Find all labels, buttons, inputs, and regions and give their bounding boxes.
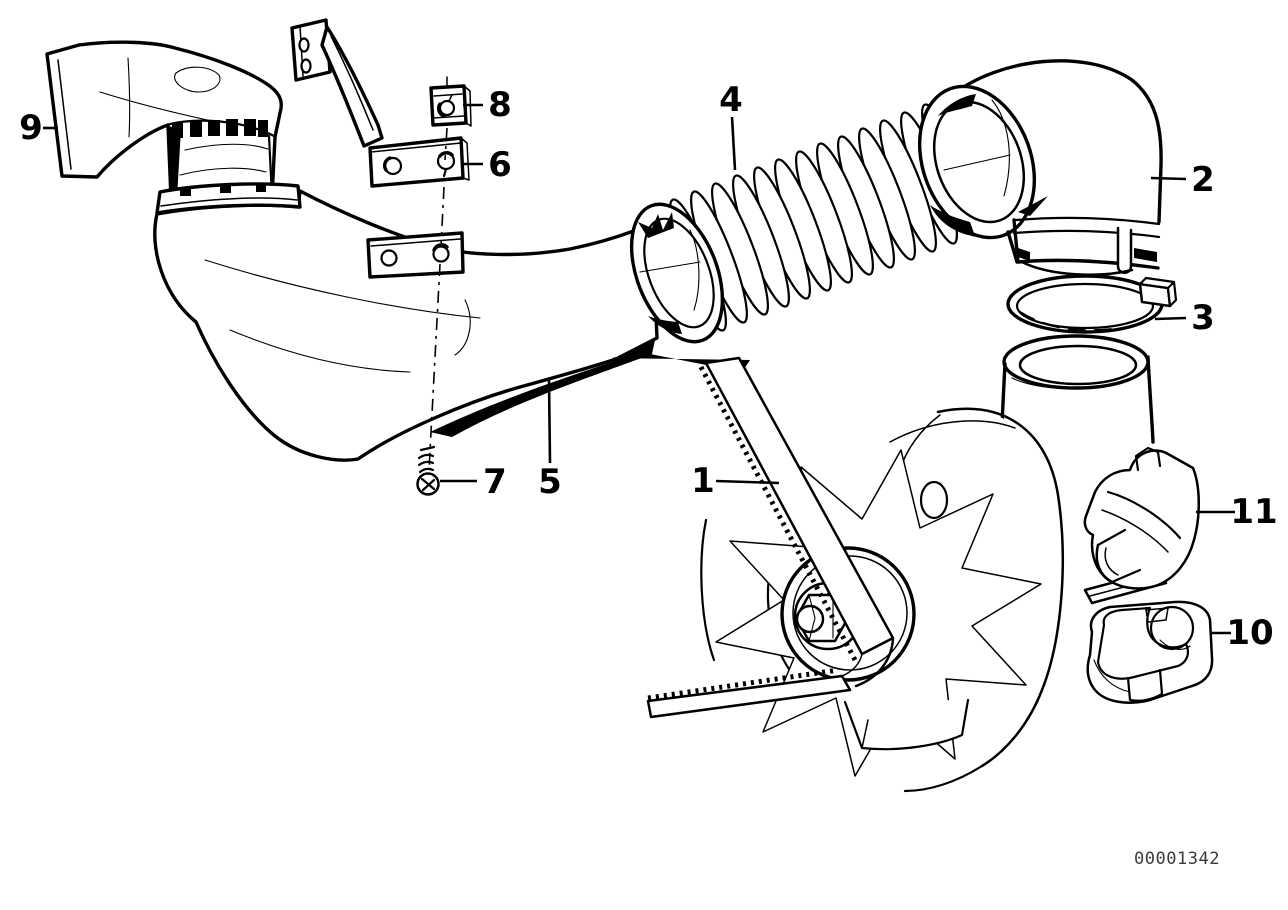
- flexible-hose: [629, 103, 979, 344]
- callouts: 1 2 3 4 5 6 7 8 9 10 11: [19, 80, 1278, 653]
- callout-7[interactable]: 7: [483, 462, 507, 502]
- callout-5[interactable]: 5: [538, 462, 562, 502]
- callout-1[interactable]: 1: [691, 461, 715, 501]
- callout-3[interactable]: 3: [1191, 298, 1215, 338]
- callout-9[interactable]: 9: [19, 108, 43, 148]
- callout-1-leader: [715, 479, 780, 485]
- air-duct-lower: [153, 182, 750, 462]
- air-scoop-upper: [45, 40, 283, 201]
- callout-10[interactable]: 10: [1226, 613, 1273, 653]
- v-belt: [646, 356, 895, 719]
- alignment-line: [428, 127, 448, 471]
- callout-4-leader: [730, 116, 737, 171]
- clamp-lower-half: [1086, 600, 1214, 704]
- mounting-bracket: [290, 18, 470, 188]
- elbow-duct: [917, 58, 1164, 276]
- callout-2-leader: [1150, 176, 1187, 181]
- hose-clamp: [1006, 274, 1178, 334]
- screw: [416, 445, 440, 496]
- intake-stub-pipe: [998, 334, 1155, 458]
- callout-11[interactable]: 11: [1230, 492, 1277, 532]
- callout-6[interactable]: 6: [488, 145, 512, 185]
- callout-3-leader: [1154, 316, 1187, 321]
- clip-nut: [429, 76, 472, 127]
- clamp-upper-half: [1083, 446, 1201, 605]
- callout-8[interactable]: 8: [488, 85, 512, 125]
- callout-2[interactable]: 2: [1191, 160, 1215, 200]
- drawing-number: 00001342: [1134, 849, 1220, 869]
- callout-5-leader: [547, 379, 552, 464]
- callout-4[interactable]: 4: [719, 80, 743, 120]
